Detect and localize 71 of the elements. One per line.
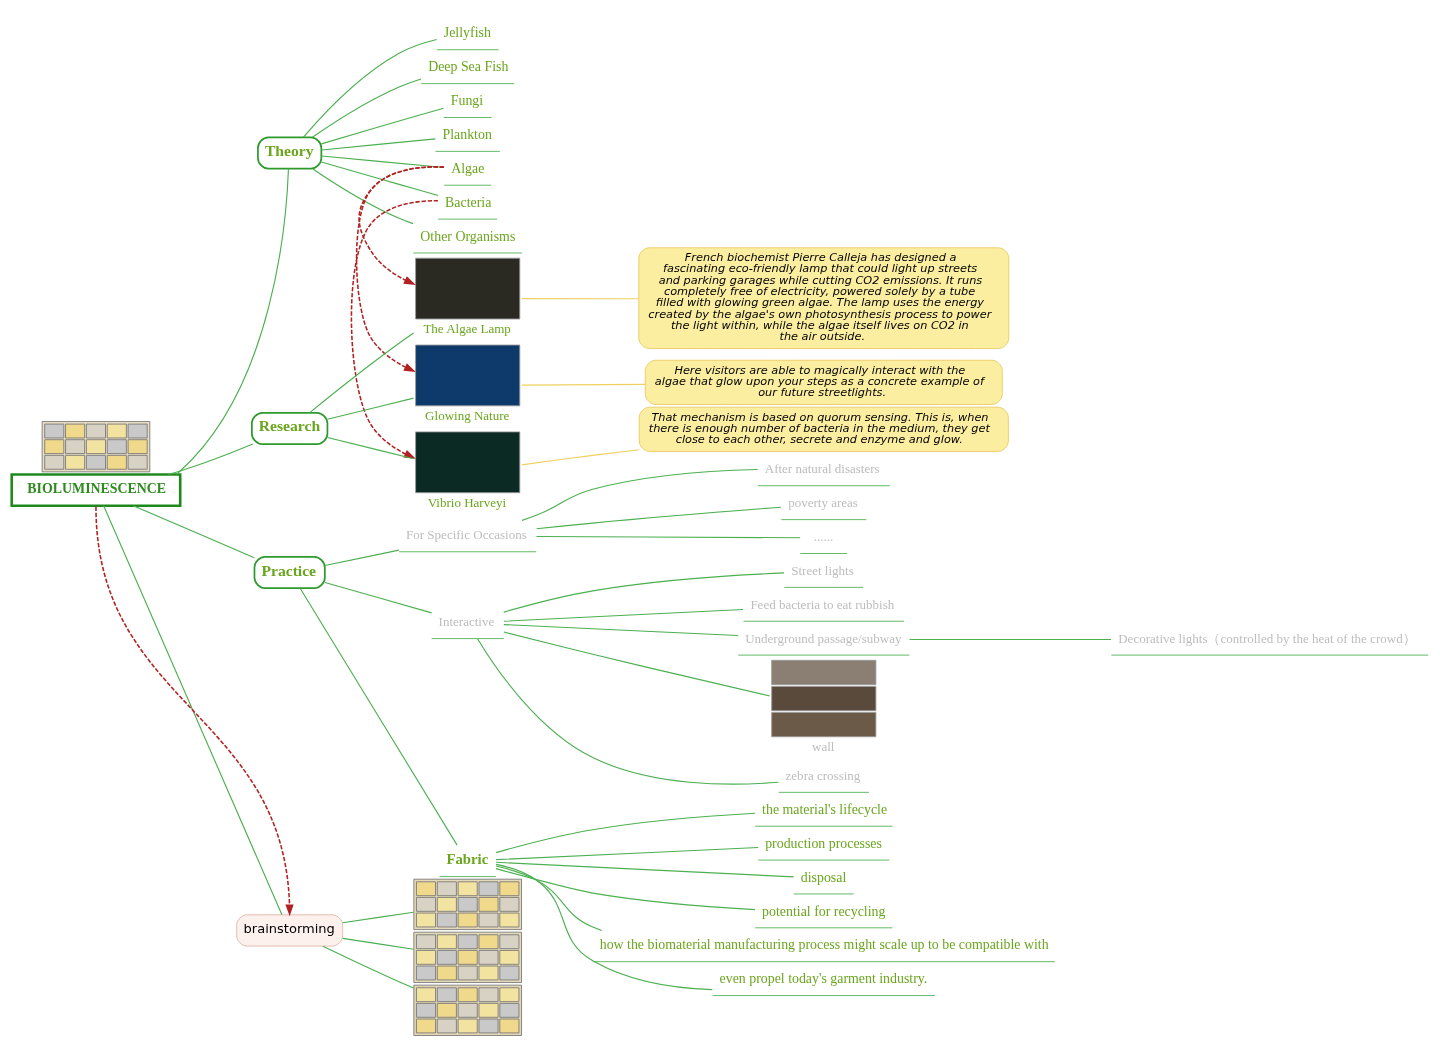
node-box: Research [251, 411, 329, 445]
node-text: Feed bacteria to eat rubbish [750, 596, 895, 612]
connector [299, 587, 458, 846]
node-text: how the biomaterial manufacturing process might scale up to be compatible with [599, 936, 1049, 952]
node-text: Algae [451, 160, 485, 176]
node-text: Other Organisms [420, 228, 516, 244]
node-text: For Specific Occasions [406, 526, 527, 542]
connector [503, 630, 771, 696]
arrow [355, 165, 445, 372]
node-box: French biochemist Pierre Calleja has designed a fascinating eco-friendly lamp that could light up streets and parking garages while cutting CO2 emissions. It runs completely free of electricity, powered solely by a tube filled with glowing green algae. The lamp uses the energy created by the algae's own photosynthesis process to power the light within, while the algae itself lives on CO2 in the air outside. [638, 246, 1010, 349]
node-text: production processes [765, 835, 882, 851]
connector [495, 864, 603, 931]
node-text: Jellyfish [443, 24, 491, 40]
node-text: Plankton [442, 126, 492, 142]
node-box: Practice [253, 555, 326, 589]
connector [495, 861, 795, 877]
node-text: zebra crossing [785, 767, 861, 783]
node-text: Bacteria [445, 194, 492, 210]
node-text: disposal [800, 869, 847, 885]
connector [324, 549, 400, 566]
connector [521, 297, 639, 299]
connector [320, 107, 445, 144]
node-text: Deep Sea Fish [428, 58, 509, 74]
connector [535, 535, 801, 538]
node-label: Glowing Nature [425, 407, 510, 423]
connector [309, 331, 415, 413]
connector [503, 571, 785, 613]
node-text: ...... [813, 528, 834, 544]
connector [326, 397, 415, 420]
node-box: brainstorming [236, 913, 344, 946]
node-text: Underground passage/subway [745, 630, 902, 646]
connector [521, 468, 759, 521]
connector [302, 38, 438, 138]
connector [535, 506, 782, 529]
node-text: even propel today's garment industry. [719, 970, 928, 986]
node-text: the material's lifecycle [762, 801, 888, 817]
node-text: Fungi [450, 92, 484, 108]
node-text: Fabric [446, 850, 489, 867]
connector [321, 137, 436, 151]
node-box: That mechanism is based on quorum sensing. This is, when there is enough number of bacteria in the medium, they get close to each other, secrete and enzyme and glow. [638, 406, 1009, 452]
connector [521, 448, 640, 465]
node-text: Interactive [438, 613, 495, 629]
node-text: After natural disasters [764, 460, 880, 476]
node-text: Decorative lights（controlled by the heat of the crowd） [1118, 630, 1416, 646]
connector [503, 623, 739, 636]
connector [175, 167, 290, 475]
connector [311, 78, 422, 138]
connector [495, 863, 713, 990]
connector [324, 581, 433, 613]
connector [322, 945, 415, 989]
connector [503, 608, 744, 622]
connector [908, 638, 1112, 640]
node-text: poverty areas [788, 494, 858, 510]
node-box: Theory [257, 136, 323, 170]
node-label: The Algae Lamp [423, 320, 511, 336]
connector [320, 160, 439, 196]
node-label: Vibrio Harveyi [427, 494, 507, 510]
connector [312, 167, 414, 224]
connector [521, 383, 646, 386]
node-text: Street lights [791, 562, 854, 578]
connector [476, 637, 779, 785]
connector [132, 504, 255, 558]
connector [495, 846, 759, 860]
node-text: potential for recycling [762, 902, 886, 918]
node-label: wall [812, 738, 835, 754]
connector [167, 443, 254, 475]
connector [342, 911, 415, 923]
connector [342, 937, 415, 950]
node-box: Here visitors are able to magically interact with the algae that glow upon your steps as a concrete example of our future streetlights. [644, 359, 1003, 405]
connector [495, 812, 756, 853]
node-box: BIOLUMINESCENCE [10, 472, 182, 507]
